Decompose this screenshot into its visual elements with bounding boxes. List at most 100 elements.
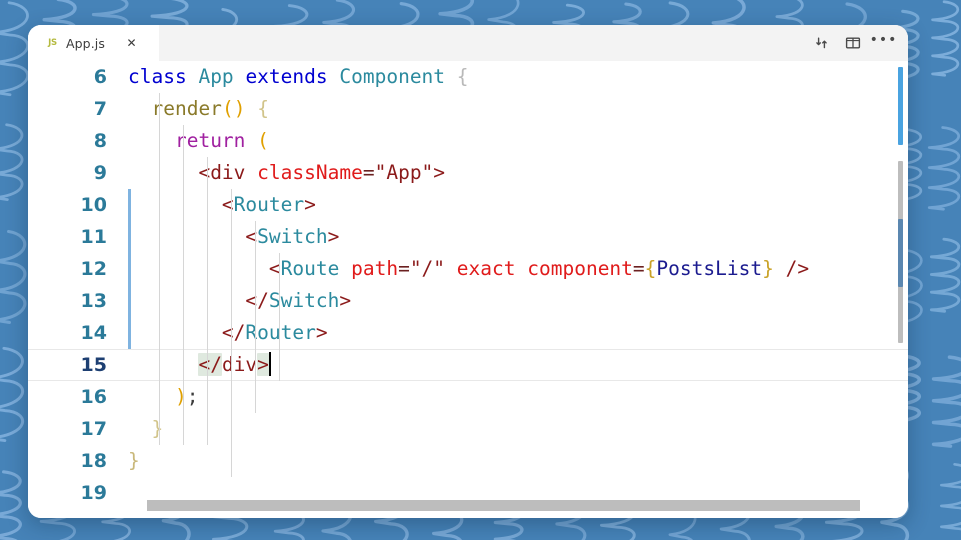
gutter-change-marker	[128, 253, 131, 285]
tab-label: App.js	[66, 35, 105, 51]
code-token	[128, 417, 151, 440]
tab-bar-empty-space	[159, 25, 813, 61]
doodle-scribble	[931, 0, 960, 77]
gutter-change-marker	[128, 189, 131, 221]
more-actions-icon[interactable]: •••	[869, 32, 898, 48]
code-line-text: <Router>	[116, 189, 908, 221]
code-token: </	[245, 289, 269, 312]
code-line[interactable]: 7 render() {	[28, 93, 908, 125]
line-number: 16	[80, 386, 107, 408]
code-line-text: <div className="App">	[116, 157, 908, 189]
code-token: "App"	[374, 161, 434, 184]
code-token: extends	[245, 65, 328, 88]
line-number: 18	[80, 450, 107, 472]
code-token	[128, 353, 198, 376]
code-token: className	[257, 161, 363, 184]
gutter-change-marker	[128, 317, 131, 349]
code-token	[128, 289, 245, 312]
code-token: (	[221, 97, 234, 120]
doodle-scribble	[929, 237, 961, 313]
code-token: render	[151, 97, 222, 120]
code-token: )	[233, 97, 246, 120]
code-line-text: </Router>	[116, 317, 908, 349]
code-token: ;	[186, 385, 199, 408]
code-line[interactable]: 12 <Route path="/" exact component={Post…	[28, 253, 908, 285]
code-line[interactable]: 19	[28, 477, 908, 509]
code-token: <	[245, 225, 258, 248]
tab-bar: JS App.js ✕ •••	[28, 25, 908, 61]
code-token: <div	[198, 161, 246, 184]
code-token: "/"	[409, 257, 446, 280]
code-token: )	[174, 385, 187, 408]
code-line[interactable]: 17 }	[28, 413, 908, 445]
code-token: >	[315, 321, 328, 344]
doodle-scribble	[940, 462, 961, 531]
line-number: 8	[93, 130, 107, 152]
code-token: >	[257, 353, 269, 376]
editor-actions: •••	[813, 25, 908, 61]
code-token	[128, 257, 269, 280]
code-line[interactable]: 16 );	[28, 381, 908, 413]
code-token: path	[351, 257, 399, 280]
doodle-scribble	[931, 355, 961, 448]
gutter-change-marker	[128, 285, 131, 317]
code-token: }	[151, 417, 164, 440]
code-token: <	[268, 257, 281, 280]
code-line-text: </Switch>	[116, 285, 908, 317]
doodle-scribble	[0, 123, 24, 201]
code-token	[245, 97, 257, 120]
code-token: Route	[280, 257, 340, 280]
code-token: =	[398, 257, 410, 280]
doodle-scribble	[888, 248, 923, 328]
doodle-scribble	[0, 346, 24, 443]
text-cursor	[268, 352, 271, 376]
code-token: =	[632, 257, 645, 280]
vertical-scrollbar[interactable]	[894, 61, 908, 518]
code-line[interactable]: 15 </div>	[28, 349, 908, 381]
line-number: 7	[93, 98, 107, 120]
code-line-text: return (	[116, 125, 908, 157]
line-number: 13	[80, 290, 107, 312]
code-token: >	[339, 289, 352, 312]
code-token	[128, 225, 245, 248]
close-icon[interactable]: ✕	[126, 36, 137, 50]
code-token: }	[762, 257, 774, 280]
code-line[interactable]: 9 <div className="App">	[28, 157, 908, 189]
doodle-scribble	[927, 126, 961, 211]
code-token	[128, 193, 222, 216]
line-number: 11	[80, 226, 107, 248]
code-line-text: <Switch>	[116, 221, 908, 253]
code-token: App	[198, 65, 234, 88]
code-token: }	[128, 449, 140, 472]
code-token: </	[221, 321, 246, 344]
code-token: Component	[339, 65, 446, 88]
code-token: return	[174, 129, 246, 152]
code-line[interactable]: 14 </Router>	[28, 317, 908, 349]
tab-app-js[interactable]: JS App.js ✕	[28, 25, 159, 61]
toggle-panel-icon[interactable]	[844, 35, 861, 52]
code-token	[128, 161, 198, 184]
horizontal-scrollbar[interactable]	[147, 500, 860, 511]
code-line[interactable]: 18}	[28, 445, 908, 477]
line-number: 6	[93, 66, 107, 88]
code-line[interactable]: 10 <Router>	[28, 189, 908, 221]
code-token	[774, 257, 786, 280]
code-token: exact	[456, 257, 516, 280]
code-token	[245, 161, 257, 184]
code-token: />	[785, 257, 810, 280]
code-token: {	[456, 65, 469, 88]
split-editor-icon[interactable]	[813, 35, 830, 52]
code-line[interactable]: 13 </Switch>	[28, 285, 908, 317]
code-line-text: }	[116, 413, 908, 445]
code-line[interactable]: 11 <Switch>	[28, 221, 908, 253]
code-token: PostsList	[656, 257, 763, 280]
gutter-change-marker	[128, 221, 131, 253]
line-number: 12	[80, 258, 107, 280]
code-line[interactable]: 8 return (	[28, 125, 908, 157]
code-token: div	[221, 353, 258, 376]
code-token	[516, 257, 528, 280]
code-token: Switch	[268, 289, 340, 312]
code-token	[128, 321, 222, 344]
